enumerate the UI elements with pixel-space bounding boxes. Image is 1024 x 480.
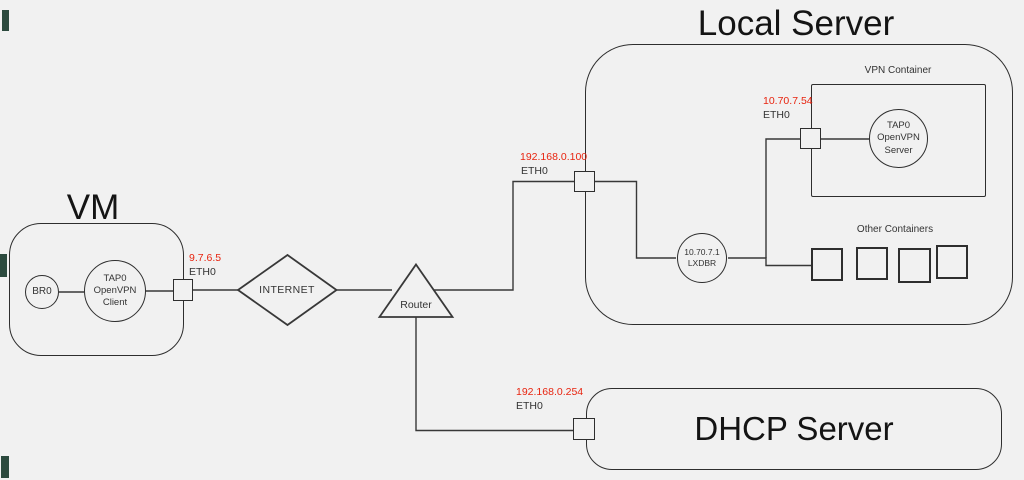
local-server-ip-label: 192.168.0.100 bbox=[520, 151, 588, 163]
vpn-container-label: VPN Container bbox=[864, 65, 932, 76]
tap0-server-line3: Server bbox=[884, 144, 913, 156]
tap0-client-line1: TAP0 bbox=[103, 272, 127, 284]
lxdbr-label: LXDBR bbox=[687, 258, 717, 268]
br0-label: BR0 bbox=[32, 285, 52, 297]
container-square-2 bbox=[856, 247, 888, 280]
internet-label: INTERNET bbox=[259, 284, 315, 296]
edge-artifact bbox=[0, 254, 7, 277]
container-square-3 bbox=[898, 248, 931, 283]
vpn-eth0-port bbox=[800, 128, 821, 149]
lxdbr-node: 10.70.7.1 LXDBR bbox=[677, 233, 727, 283]
vm-eth0-label: ETH0 bbox=[189, 266, 216, 278]
dhcp-box: DHCP Server bbox=[586, 388, 1002, 470]
vm-ip-label: 9.7.6.5 bbox=[189, 252, 222, 264]
vm-eth0-port bbox=[173, 279, 193, 301]
vpn-ip-label: 10.70.7.54 bbox=[763, 95, 813, 107]
wire-localeth-lxdbr bbox=[595, 180, 676, 259]
wire-router-dhcp bbox=[415, 317, 573, 432]
dhcp-ip-label: 192.168.0.254 bbox=[516, 386, 584, 398]
lxdbr-ip-label: 10.70.7.1 bbox=[684, 247, 720, 258]
container-square-4 bbox=[936, 245, 968, 279]
tap0-server-line1: TAP0 bbox=[886, 120, 911, 132]
edge-artifact bbox=[2, 10, 9, 31]
wire-router-localserver bbox=[433, 180, 574, 291]
other-containers-label: Other Containers bbox=[856, 224, 934, 235]
vpn-eth0-label: ETH0 bbox=[763, 109, 790, 121]
tap0-server-line2: OpenVPN bbox=[877, 132, 920, 144]
local-server-title: Local Server bbox=[697, 4, 895, 43]
wire-lxdbr-containers bbox=[728, 257, 811, 267]
br0-node: BR0 bbox=[25, 275, 59, 309]
vm-title: VM bbox=[66, 188, 120, 227]
local-server-eth0-port bbox=[574, 171, 595, 192]
local-server-eth0-label: ETH0 bbox=[521, 165, 548, 177]
dhcp-eth0-port bbox=[573, 418, 595, 440]
tap0-server-node: TAP0 OpenVPN Server bbox=[869, 109, 928, 168]
container-square-1 bbox=[811, 248, 843, 281]
tap0-client-node: TAP0 OpenVPN Client bbox=[84, 260, 146, 322]
tap0-client-line3: Client bbox=[102, 297, 128, 309]
dhcp-title: DHCP Server bbox=[694, 410, 894, 447]
router-label: Router bbox=[400, 299, 432, 311]
edge-artifact bbox=[1, 456, 9, 478]
tap0-client-line2: OpenVPN bbox=[93, 284, 137, 296]
dhcp-eth0-label: ETH0 bbox=[516, 400, 543, 412]
wire-lxdbr-vpneth bbox=[765, 138, 800, 258]
